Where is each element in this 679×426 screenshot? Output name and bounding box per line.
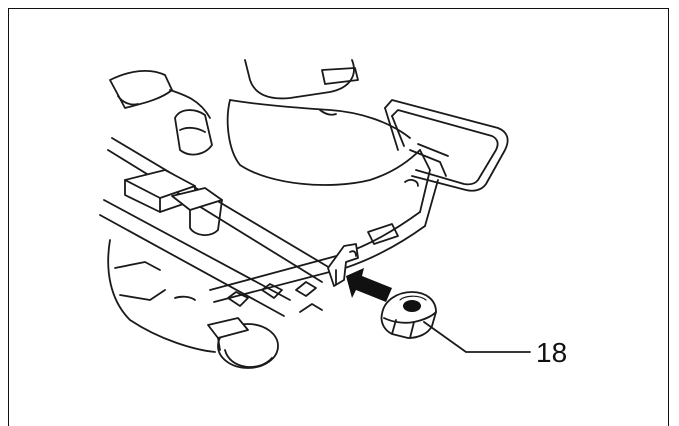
callout-label: 18 <box>536 337 567 368</box>
diagram-frame <box>8 8 669 426</box>
installation-arrow <box>346 268 392 302</box>
wire-handle <box>384 99 509 192</box>
clip-part-18 <box>380 291 437 339</box>
seat-cushion-frame <box>99 59 439 369</box>
callout-leader-line <box>423 321 531 353</box>
